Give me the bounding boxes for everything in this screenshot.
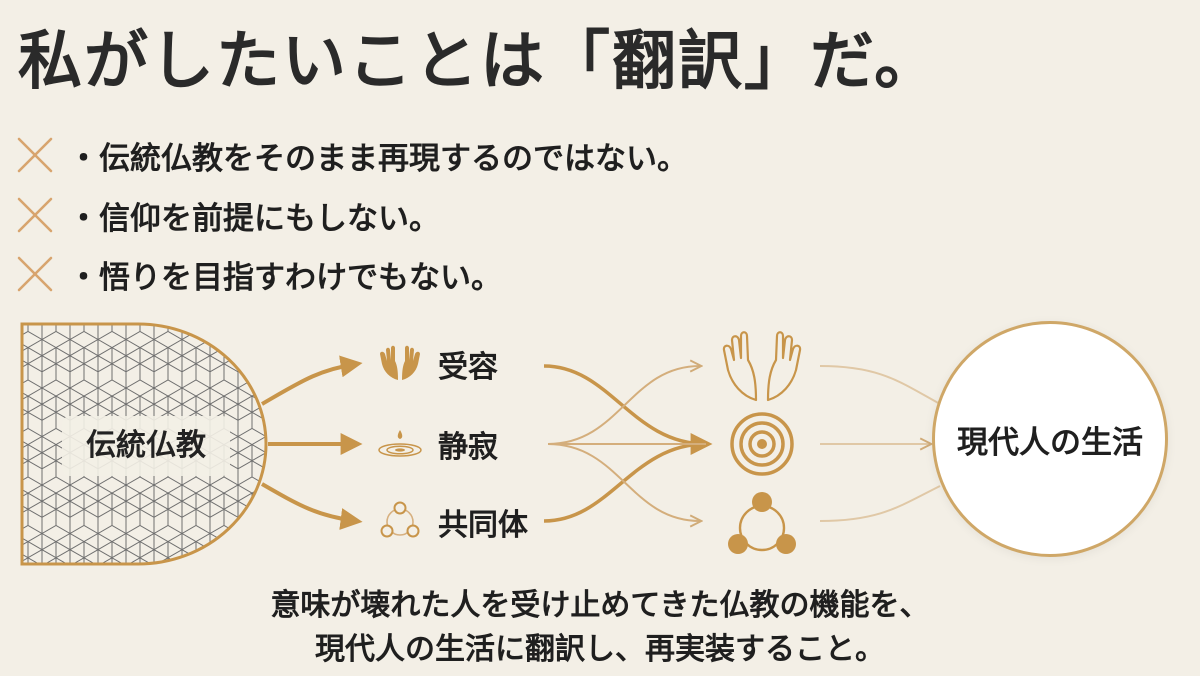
target-label: 現代人の生活 (957, 424, 1143, 461)
map-silence-to-hands (547, 366, 700, 445)
map-acceptance-to-circles (543, 364, 713, 455)
arrow-people-to-life (819, 485, 941, 522)
function-silence: 静寂 (376, 420, 498, 468)
negation-text: ・信仰を前提にもしない。 (68, 200, 440, 237)
caption-line-2: 現代人の生活に翻訳し、再実装すること。 (315, 632, 885, 667)
caption-line-1: 意味が壊れた人を受け止めてきた仏教の機能を、 (270, 588, 930, 623)
function-label: 受容 (438, 350, 498, 385)
function-label: 静寂 (438, 430, 498, 465)
arrow-hands-to-life (819, 365, 941, 405)
concentric-circles-icon (730, 412, 794, 476)
function-label: 共同体 (438, 508, 528, 543)
arrow-source-to-community (260, 482, 363, 530)
three-people-icon (728, 492, 796, 554)
map-silence-to-people (547, 443, 700, 521)
cross-icon (17, 197, 53, 233)
cross-icon (17, 256, 53, 292)
cross-icon (17, 137, 53, 173)
negation-item-3: ・悟りを目指すわけでもない。 (14, 246, 502, 302)
page-title: 私がしたいことは「翻訳」だ。 (18, 24, 941, 99)
ripple-icon (378, 430, 422, 457)
function-community: 共同体 (376, 498, 528, 546)
open-hands-icon (722, 331, 802, 402)
negation-text: ・悟りを目指すわけでもない。 (68, 259, 502, 296)
summary-caption: 意味が壊れた人を受け止めてきた仏教の機能を、 現代人の生活に翻訳し、再実装するこ… (0, 584, 1200, 672)
community-icon (380, 501, 420, 538)
source-label: 伝統仏教 (62, 416, 230, 476)
map-community-to-circles (543, 442, 707, 523)
hands-icon (380, 345, 420, 380)
function-acceptance: 受容 (376, 340, 498, 388)
modern-life-circle: 現代人の生活 (932, 321, 1168, 557)
negation-text: ・伝統仏教をそのまま再現するのではない。 (68, 140, 688, 177)
arrow-source-to-acceptance (260, 355, 363, 406)
negation-item-1: ・伝統仏教をそのまま再現するのではない。 (14, 127, 688, 183)
negation-item-2: ・信仰を前提にもしない。 (14, 187, 440, 243)
